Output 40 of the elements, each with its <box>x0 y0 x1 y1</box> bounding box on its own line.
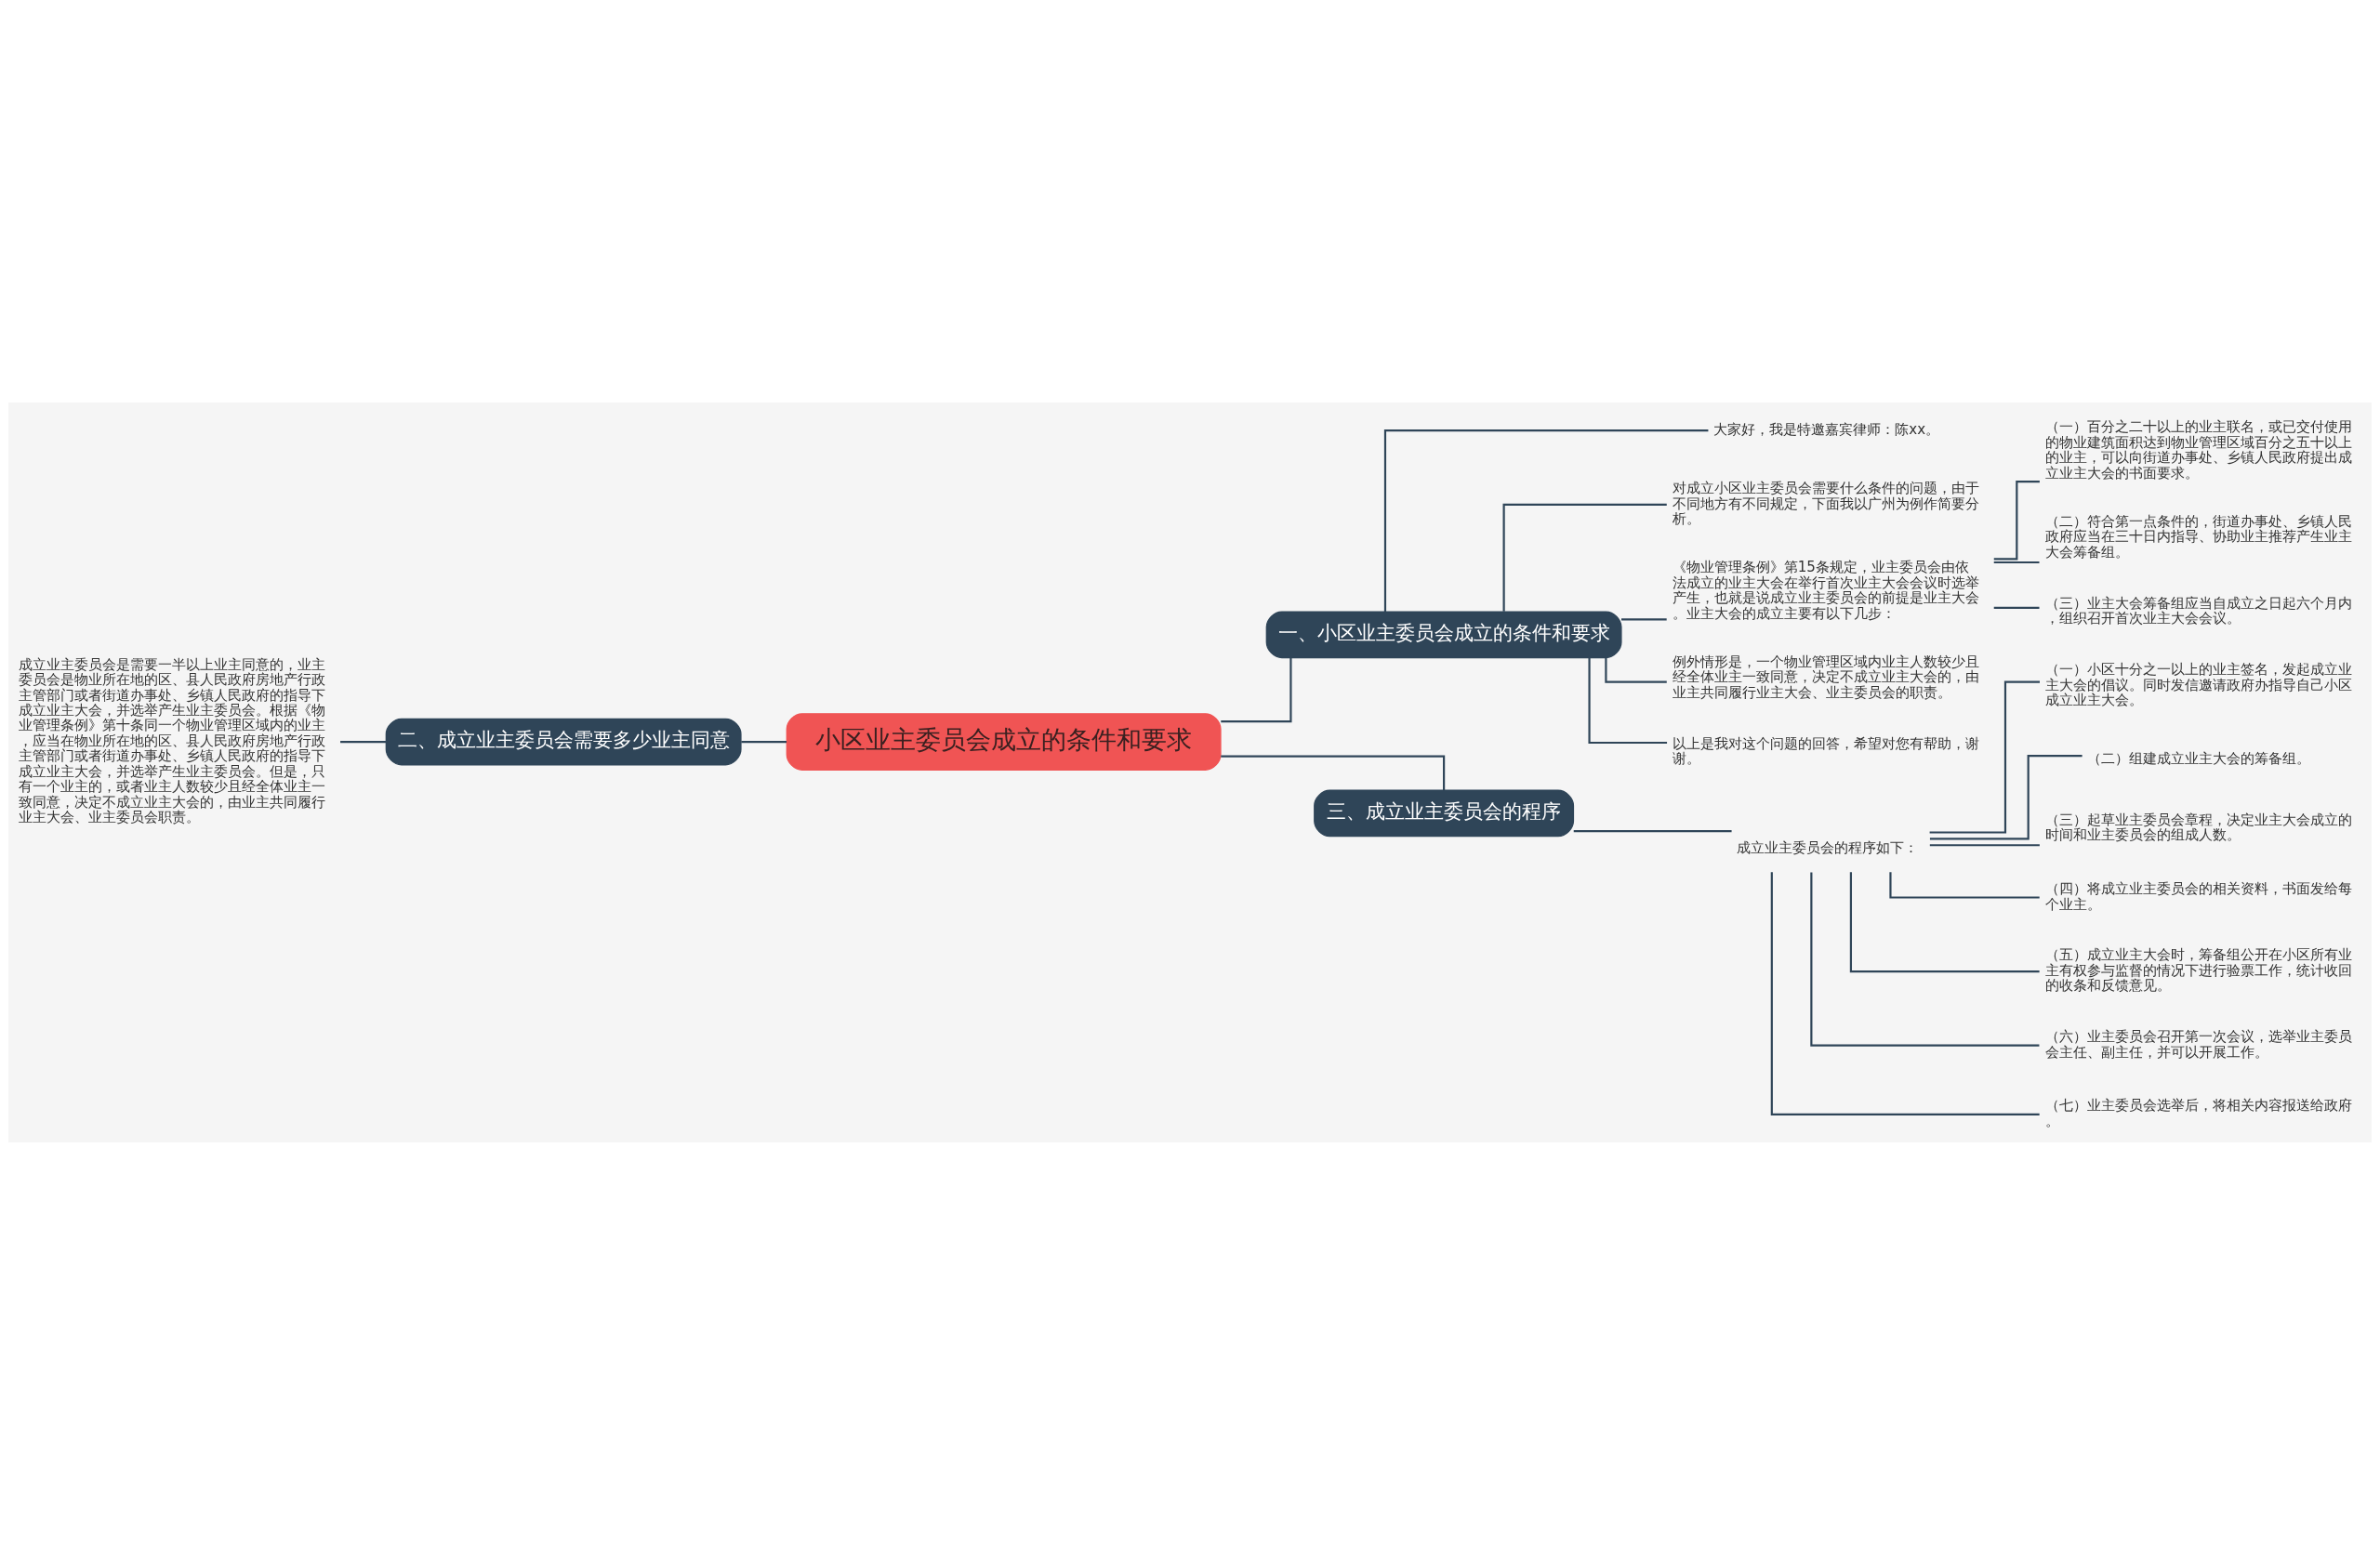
connector <box>1621 617 1667 620</box>
connector <box>741 740 787 743</box>
node-text: 成立业主委员会是需要一半以上业主同意的，业主委员会是物业所在地的区、县人民政府房地产行政主管部门或者街道办事处、乡镇人民政府的指导下成立业主大会，并选举产生业主委员会。根据《物业管理条例》第十条同一个物业管理区域内的业主，应当在物业所在地的区、县人民政府房地产行政主管部门或者街道办事处、乡镇人民政府的指导下成立业主大会，并选举产生业主委员会。但是，只有一个业主的，或者业主人数较少且经全体业主一致同意，决定不成立业主大会的，由业主共同履行业主大会、业主委员会职责。 <box>19 655 326 825</box>
node-box: 二、成立业主委员会需要多少业主同意 <box>385 718 742 765</box>
connector <box>1383 429 1709 612</box>
node-text: 成立业主委员会的程序如下： <box>1737 838 1919 856</box>
connector <box>1770 871 2040 1115</box>
connector <box>1502 503 1667 612</box>
connector <box>1588 657 1668 744</box>
connector <box>1929 843 2040 846</box>
node-text: （五）成立业主大会时，筹备组公开在小区所有业主有权参与监督的情况下进行验票工作，统计收回的收条和反馈意见。 <box>2044 945 2352 994</box>
connector <box>1810 871 2040 1047</box>
node-text: 大家好，我是特邀嘉宾律师：陈xx。 <box>1713 420 1940 438</box>
node-box: 一、小区业主委员会成立的条件和要求 <box>1265 610 1622 658</box>
node-text: 对成立小区业主委员会需要什么条件的问题，由于不同地方有不同规定，下面我以广州为例作简要分析。 <box>1672 479 1979 527</box>
node-text: （三）业主大会筹备组应当自成立之日起六个月内，组织召开首次业主大会会议。 <box>2044 594 2352 627</box>
node-text: （二）符合第一点条件的，街道办事处、乡镇人民政府应当在三十日内指导、协助业主推荐产生业主大会筹备组。 <box>2044 512 2352 561</box>
connector <box>1573 829 1732 832</box>
node-box: 小区业主委员会成立的条件和要求 <box>786 712 1222 771</box>
connector <box>1929 680 2041 834</box>
node-text: （一）小区十分之一以上的业主签名，发起成立业主大会的倡议。同时发信邀请政府办指导自己小区成立业主大会。 <box>2044 660 2352 708</box>
connector <box>1993 606 2040 609</box>
connector <box>1849 871 2040 972</box>
node-text: （三）起草业主委员会章程，决定业主大会成立的时间和业主委员会的组成人数。 <box>2044 811 2352 843</box>
node-text: （七）业主委员会选举后，将相关内容报送给政府。 <box>2044 1096 2352 1129</box>
connector <box>1221 657 1292 722</box>
node-box: 三、成立业主委员会的程序 <box>1314 789 1575 837</box>
node-text: （四）将成立业主委员会的相关资料，书面发给每个业主。 <box>2044 879 2352 913</box>
node-text: 例外情形是，一个物业管理区域内业主人数较少且经全体业主一致同意，决定不成立业主大会的，由业主共同履行业主大会、业主委员会的职责。 <box>1672 653 1979 701</box>
node-text: （一）百分之二十以上的业主联名，或已交付使用的物业建筑面积达到物业管理区域百分之五十以上的业主，可以向街道办事处、乡镇人民政府提出成立业主大会的书面要求。 <box>2044 417 2352 482</box>
connector <box>340 740 386 743</box>
node-text: （二）组建成立业主大会的筹备组。 <box>2087 749 2311 767</box>
node-text: 以上是我对这个问题的回答，希望对您有帮助，谢谢。 <box>1672 734 1979 767</box>
node-text: 《物业管理条例》第15条规定，业主委员会由依法成立的业主大会在举行首次业主大会会议时选举产生，也就是说成立业主委员会的前提是业主大会。业主大会的成立主要有以下几步： <box>1672 558 1979 622</box>
connector <box>1993 561 2040 563</box>
connector <box>1889 871 2040 899</box>
node-text: （六）业主委员会召开第一次会议，选举业主委员会主任、副主任，并可以开展工作。 <box>2044 1027 2352 1061</box>
connector <box>1929 754 2082 839</box>
connector <box>1221 755 1446 790</box>
connector <box>1605 657 1667 683</box>
